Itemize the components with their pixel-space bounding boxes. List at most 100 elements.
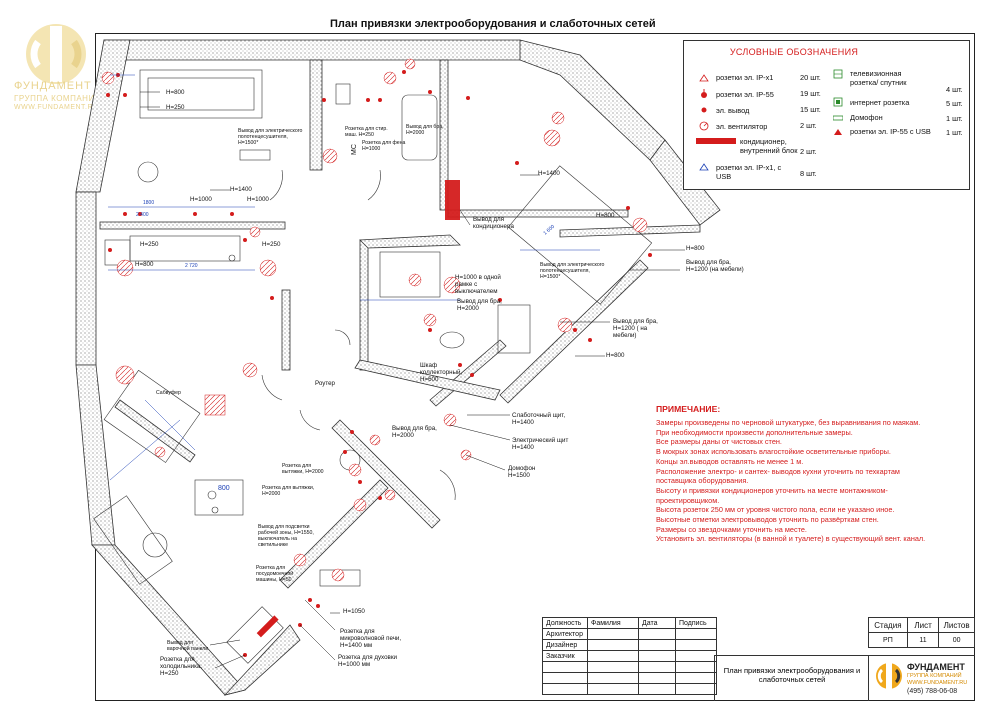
tv-socket-icon (830, 69, 846, 79)
note-line: Высоту и привязки кондиционеров уточнить… (656, 485, 888, 495)
sheet-value: 11 (906, 632, 940, 648)
legend-count: 8 шт. (800, 169, 817, 178)
label-hood: Розетка для вытяжки, Н=2000 (282, 463, 324, 475)
table-800-text: 800 (218, 485, 230, 492)
legend-count: 4 шт. (946, 85, 963, 94)
label-bra-h2000-c: Вывод для бра, Н=2000 (406, 124, 444, 136)
legend-box: УСЛОВНЫЕ ОБОЗНАЧЕНИЯ розетки эл. IP-x1 р… (683, 40, 970, 190)
brand-phone: (495) 788-06-08 (907, 688, 958, 695)
note-line: Высота розеток 250 мм от уровня чистого … (656, 505, 895, 515)
legend-item: розетки эл. IP-x1 (696, 73, 773, 82)
note-line: Высотные отметки электровыводов уточнить… (656, 515, 879, 525)
label-h800-c: Н=800 (596, 212, 615, 219)
socket-icon (696, 73, 712, 82)
label-h1000-a: Н=1000 (190, 196, 212, 203)
note-line: Все размеры даны от чистовых стен. (656, 437, 782, 447)
label-router: Роутер (315, 380, 335, 387)
stage-value: РП (868, 632, 908, 648)
dim-2400-text: 2 400 (136, 212, 149, 218)
role-designer: Дизайнер (542, 639, 588, 651)
label-intercom: Домофон Н=1500 (508, 465, 536, 479)
note-line: При необходимости произвести дополнитель… (656, 427, 853, 437)
notes-title: ПРИМЕЧАНИЕ: (656, 404, 721, 414)
ac-unit-icon (696, 137, 736, 145)
legend-count: 19 шт. (800, 89, 821, 98)
sheets-header: Листов (938, 617, 975, 633)
notes-block: ПРИМЕЧАНИЕ: Замеры произведены по чернов… (656, 404, 976, 544)
note-line: Размеры со звездочками уточнить на месте… (656, 524, 807, 534)
legend-item: кондиционер, внутренний блок (696, 137, 810, 155)
role-client: Заказчик (542, 650, 588, 662)
dim-1600-text: 1 600 (542, 224, 556, 237)
note-line: В мокрых зонах использовать влагостойкие… (656, 447, 891, 457)
label-h250-a: Н=250 (166, 104, 185, 111)
label-h1000-b: Н=1000 (247, 196, 269, 203)
watermark-url: WWW.FUNDAMENT.RU (14, 104, 99, 111)
label-hob: Вывод для варочной панели (167, 640, 209, 652)
red-elements (101, 58, 648, 638)
sheet-title: План привязки электрооборудования и слаб… (723, 666, 861, 684)
legend-item: розетки эл. IP-55 с USB (830, 127, 931, 136)
note-line: Замеры произведены по черновой штукатурк… (656, 418, 921, 427)
dimension-lines (108, 74, 600, 481)
col-position: Должность (542, 617, 588, 629)
label-shower: Розетка для фена Н=1000 (362, 140, 406, 152)
label-h800-b: Н=800 (135, 261, 154, 268)
label-ac-out: Вывод для кондиционера (473, 216, 514, 230)
note-line: Расположение электро- и сантех- выводов … (656, 466, 900, 476)
legend-item: интернет розетка (830, 97, 909, 107)
col-signature: Подпись (675, 617, 717, 629)
label-h250-c: Н=250 (262, 241, 281, 248)
legend-count: 15 шт. (800, 105, 821, 114)
watermark-sub: ГРУППА КОМПАНИЙ (14, 94, 101, 103)
sheet-header: Лист (906, 617, 940, 633)
label-h1400-a: Н=1400 (230, 186, 252, 193)
label-h1400-b: Н=1400 (538, 170, 560, 177)
col-date: Дата (638, 617, 676, 629)
brand-name: ФУНДАМЕНТ (907, 662, 965, 672)
label-h800-e: Н=800 (606, 352, 625, 359)
signature-table: Должность Фамилия Дата Подпись Архитекто… (542, 617, 717, 695)
legend-title: УСЛОВНЫЕ ОБОЗНАЧЕНИЯ (729, 47, 859, 57)
label-electric-panel: Электрический щит Н=1400 (512, 437, 569, 451)
watermark-brand: ФУНДАМЕНТ (14, 80, 92, 92)
legend-count: 5 шт. (946, 99, 963, 108)
legend-count: 1 шт. (946, 128, 963, 137)
label-h250-b: Н=250 (140, 241, 159, 248)
page-title: План привязки электрооборудования и слаб… (330, 18, 656, 30)
label-kitchen-h1050: Н=1050 (343, 608, 365, 615)
legend-count: 2 шт. (800, 121, 817, 130)
brand-cell: ФУНДАМЕНТ ГРУППА КОМПАНИЙ WWW.FUNDAMENT.… (868, 655, 975, 701)
title-block: Должность Фамилия Дата Подпись Архитекто… (542, 617, 975, 701)
legend-item: телевизионная розетка/ спутник (830, 69, 930, 87)
note-line: проектировщиком. (656, 495, 720, 505)
sheets-value: 00 (938, 632, 975, 648)
dim-2720-text: 2 720 (185, 263, 198, 269)
furniture (93, 69, 653, 664)
label-wash: Розетка для стир. маш. Н=250 (345, 126, 388, 138)
legend-item: эл. вентилятор (696, 121, 767, 131)
label-subwoofer: Сабвуфер (156, 390, 181, 396)
label-heater-h1500: Вывод для электрического полотенцесушите… (540, 262, 605, 280)
socket-markers (106, 70, 652, 657)
label-bra-h2000-a: Вывод для бра, Н=2000 (457, 298, 502, 312)
note-line: Установить эл. вентиляторы (в ванной и т… (656, 534, 926, 544)
intercom-icon (830, 114, 846, 122)
legend-count: 20 шт. (800, 73, 821, 82)
brand-sub: ГРУППА КОМПАНИЙ (907, 673, 962, 679)
legend-item: розетки эл. IP-x1, с USB (696, 163, 791, 181)
col-name: Фамилия (587, 617, 639, 629)
usb-socket-icon (696, 163, 712, 171)
label-h800-d: Н=800 (686, 245, 705, 252)
ip55-usb-socket-icon (830, 128, 846, 136)
label-oven: Розетка для духовки Н=1000 мм (338, 654, 397, 668)
label-bra-h1200-a: Вывод для бра, Н=1200 (на мебели) (686, 259, 744, 273)
dim-1800-text: 1800 (143, 200, 154, 206)
outlet-icon (696, 105, 712, 115)
label-microwave: Розетка для микроволновой печи, Н=1400 м… (340, 628, 402, 649)
label-bra-h1200-b: Вывод для бра, Н=1200 ( на мебели) (613, 318, 658, 339)
label-h1000-frame: Н=1000 в одной рамке с выключателем (455, 274, 501, 295)
label-lowcurrent-panel: Слаботочный щит, Н=1400 (512, 412, 566, 426)
role-architect: Архитектор (542, 628, 588, 640)
